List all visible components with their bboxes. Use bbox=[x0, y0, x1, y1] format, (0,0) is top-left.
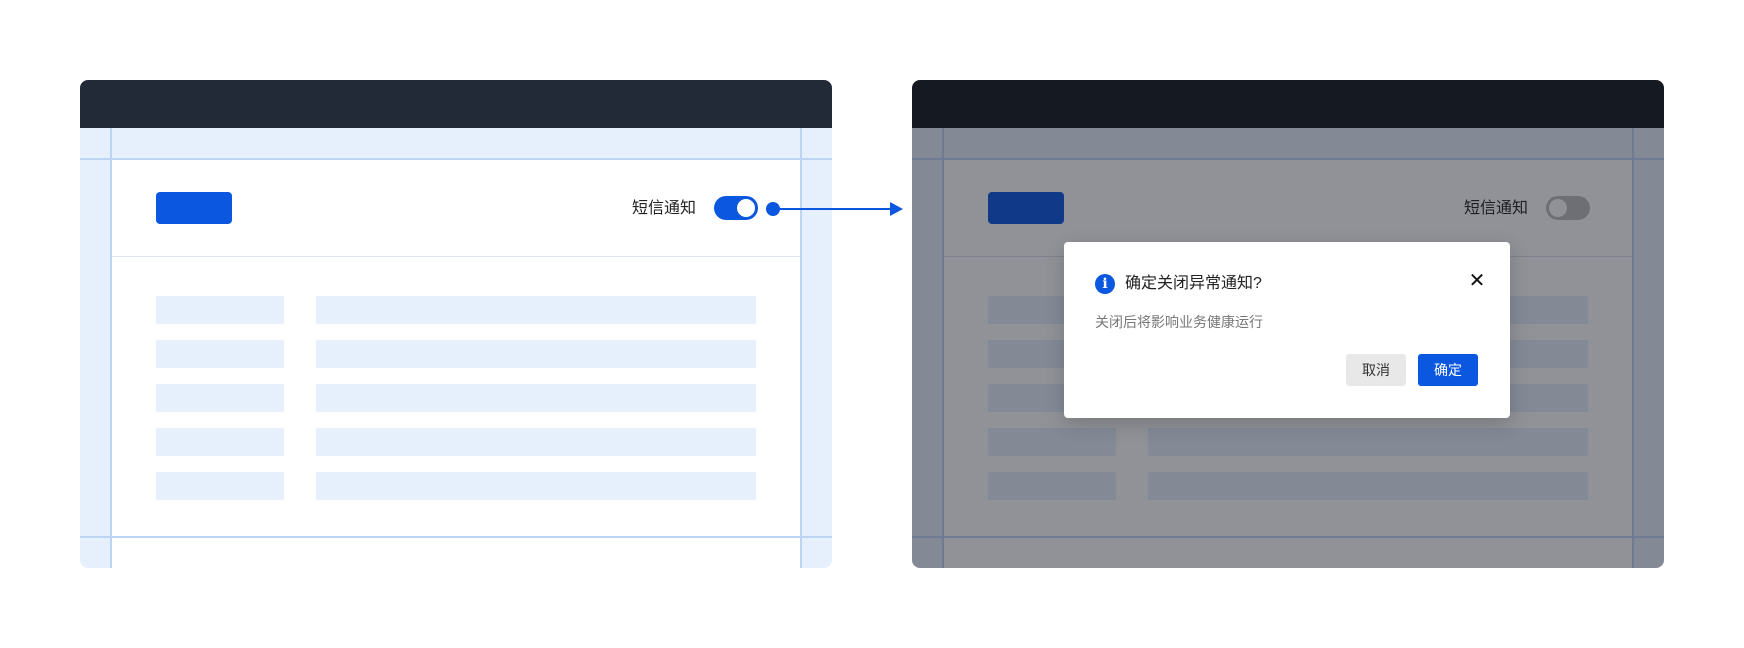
layout-guide bbox=[912, 536, 1664, 538]
window-titlebar bbox=[80, 80, 832, 128]
layout-guide bbox=[110, 128, 112, 568]
primary-button[interactable] bbox=[156, 192, 232, 224]
info-icon: i bbox=[1095, 274, 1115, 294]
window-titlebar bbox=[912, 80, 1664, 128]
skeleton-row-label bbox=[156, 472, 284, 500]
connector-arrow-line bbox=[776, 208, 896, 210]
skeleton-row-value bbox=[316, 384, 756, 412]
layout-guide bbox=[912, 158, 1664, 160]
sms-notification-toggle[interactable] bbox=[714, 196, 758, 220]
dialog-description: 关闭后将影响业务健康运行 bbox=[1095, 314, 1263, 330]
skeleton-row-label bbox=[156, 296, 284, 324]
layout-guide bbox=[80, 536, 832, 538]
skeleton-row-label bbox=[156, 428, 284, 456]
toggle-knob bbox=[1549, 199, 1567, 217]
skeleton-row-label bbox=[988, 472, 1116, 500]
skeleton-row-label bbox=[988, 428, 1116, 456]
confirm-dialog: i 确定关闭异常通知? ✕ 关闭后将影响业务健康运行 取消 确定 bbox=[1064, 242, 1510, 418]
arrow-right-icon bbox=[890, 202, 903, 216]
skeleton-row-value bbox=[316, 340, 756, 368]
skeleton-row-value bbox=[1148, 472, 1588, 500]
sms-notification-label: 短信通知 bbox=[1463, 200, 1528, 217]
layout-guide bbox=[800, 128, 802, 568]
layout-guide bbox=[942, 128, 944, 568]
skeleton-row-value bbox=[316, 472, 756, 500]
skeleton-row-value bbox=[1148, 428, 1588, 456]
header-divider bbox=[112, 256, 800, 257]
skeleton-row-label bbox=[156, 340, 284, 368]
confirm-button[interactable]: 确定 bbox=[1418, 354, 1478, 386]
close-icon[interactable]: ✕ bbox=[1468, 270, 1486, 292]
connector-start-dot bbox=[766, 202, 780, 216]
left-screen: 短信通知 bbox=[80, 80, 832, 568]
layout-guide bbox=[80, 158, 832, 160]
toggle-knob bbox=[737, 199, 755, 217]
skeleton-row-value bbox=[316, 296, 756, 324]
dialog-title: 确定关闭异常通知? bbox=[1125, 275, 1262, 292]
sms-notification-label: 短信通知 bbox=[631, 200, 696, 217]
sms-notification-toggle[interactable] bbox=[1546, 196, 1590, 220]
cancel-button[interactable]: 取消 bbox=[1346, 354, 1406, 386]
layout-guide bbox=[1632, 128, 1634, 568]
skeleton-row-value bbox=[316, 428, 756, 456]
primary-button[interactable] bbox=[988, 192, 1064, 224]
skeleton-row-label bbox=[156, 384, 284, 412]
